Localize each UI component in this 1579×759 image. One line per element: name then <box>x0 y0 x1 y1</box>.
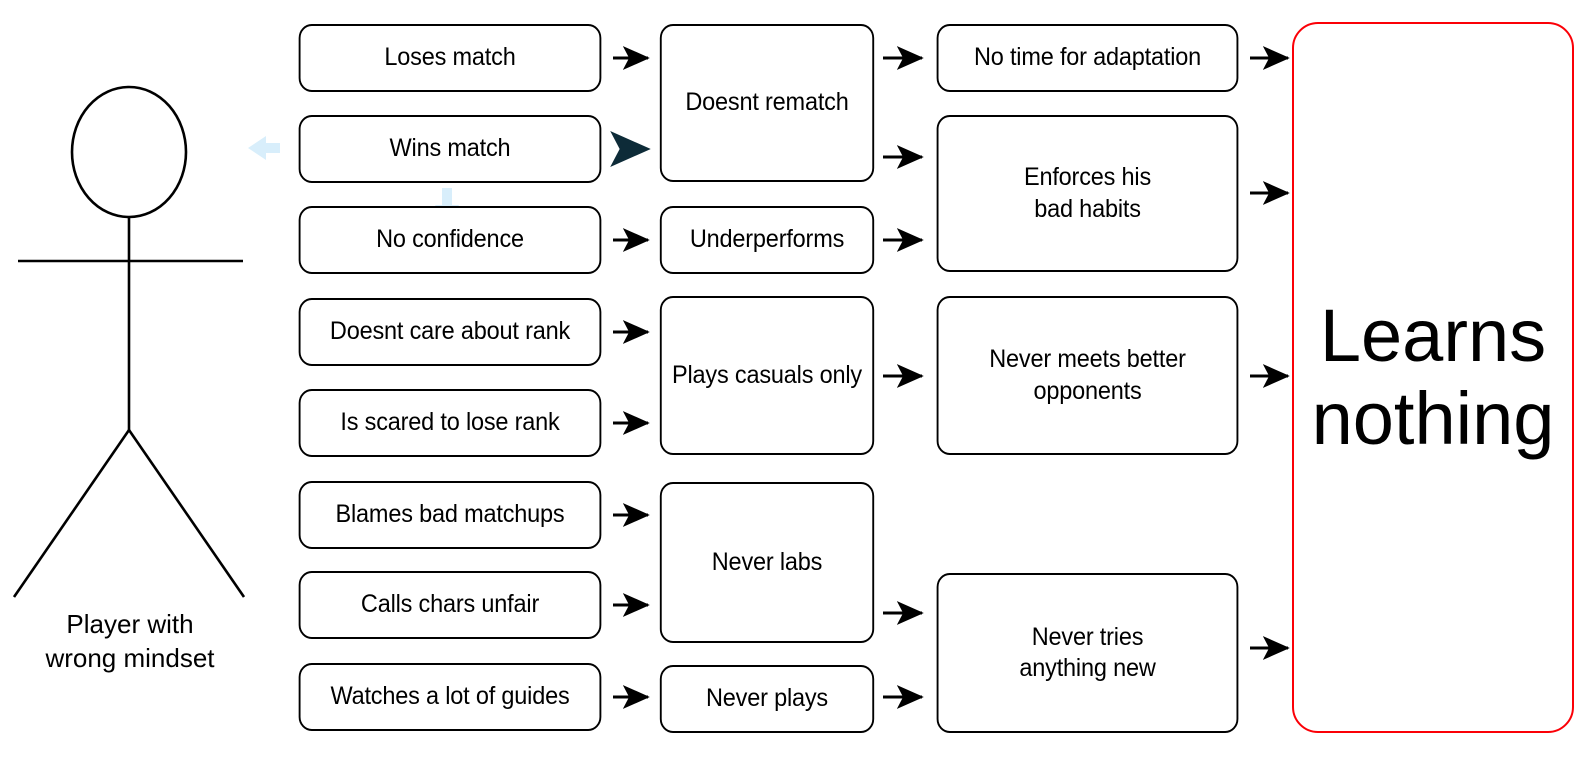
node-underperforms[interactable]: Underperforms <box>659 206 875 274</box>
node-never-labs[interactable]: Never labs <box>659 482 875 643</box>
node-doesnt-care-about-rank[interactable]: Doesnt care about rank <box>298 298 602 366</box>
cursor-arrow-left-icon <box>248 136 280 160</box>
node-doesnt-rematch[interactable]: Doesnt rematch <box>659 24 875 182</box>
node-plays-casuals-only[interactable]: Plays casuals only <box>659 296 875 455</box>
stick-figure-label: Player with wrong mindset <box>45 609 215 673</box>
stick-figure-leg-right <box>127 429 246 598</box>
node-loses-match[interactable]: Loses match <box>298 24 602 92</box>
node-is-scared-to-lose-rank-label: Is scared to lose rank <box>340 408 560 437</box>
node-doesnt-rematch-label: Doesnt rematch <box>685 88 849 117</box>
node-never-meets-better-opponents-label: Never meets better opponents <box>989 345 1186 405</box>
node-is-scared-to-lose-rank[interactable]: Is scared to lose rank <box>298 389 602 457</box>
node-learns-nothing[interactable]: Learns nothing <box>1292 22 1574 733</box>
node-calls-chars-unfair[interactable]: Calls chars unfair <box>298 571 602 639</box>
node-no-time-for-adaptation-label: No time for adaptation <box>973 43 1202 72</box>
node-never-plays-label: Never plays <box>705 684 828 713</box>
node-never-labs-label: Never labs <box>711 547 823 576</box>
stick-figure-head-icon <box>70 85 188 219</box>
node-never-tries-anything-new[interactable]: Never tries anything new <box>936 573 1239 733</box>
node-enforces-his-bad-habits-label: Enforces his bad habits <box>1023 163 1152 223</box>
node-enforces-his-bad-habits[interactable]: Enforces his bad habits <box>936 115 1239 272</box>
node-wins-match[interactable]: Wins match <box>298 115 602 183</box>
node-plays-casuals-only-label: Plays casuals only <box>672 360 862 389</box>
node-never-tries-anything-new-label: Never tries anything new <box>1019 622 1156 682</box>
node-loses-match-label: Loses match <box>384 43 516 72</box>
node-blames-bad-matchups-label: Blames bad matchups <box>335 500 565 529</box>
node-learns-nothing-label: Learns nothing <box>1311 293 1555 460</box>
node-no-confidence[interactable]: No confidence <box>298 206 602 274</box>
node-never-meets-better-opponents[interactable]: Never meets better opponents <box>936 296 1239 455</box>
node-blames-bad-matchups[interactable]: Blames bad matchups <box>298 481 602 549</box>
node-wins-match-label: Wins match <box>389 134 511 163</box>
node-underperforms-label: Underperforms <box>689 225 845 254</box>
stick-figure-leg-left <box>12 429 131 598</box>
node-never-plays[interactable]: Never plays <box>659 665 875 733</box>
stick-figure <box>12 85 246 598</box>
node-doesnt-care-about-rank-label: Doesnt care about rank <box>329 317 571 346</box>
node-no-time-for-adaptation[interactable]: No time for adaptation <box>936 24 1239 92</box>
node-calls-chars-unfair-label: Calls chars unfair <box>360 590 540 619</box>
node-watches-a-lot-of-guides[interactable]: Watches a lot of guides <box>298 663 602 731</box>
node-no-confidence-label: No confidence <box>376 225 524 254</box>
node-watches-a-lot-of-guides-label: Watches a lot of guides <box>330 682 570 711</box>
